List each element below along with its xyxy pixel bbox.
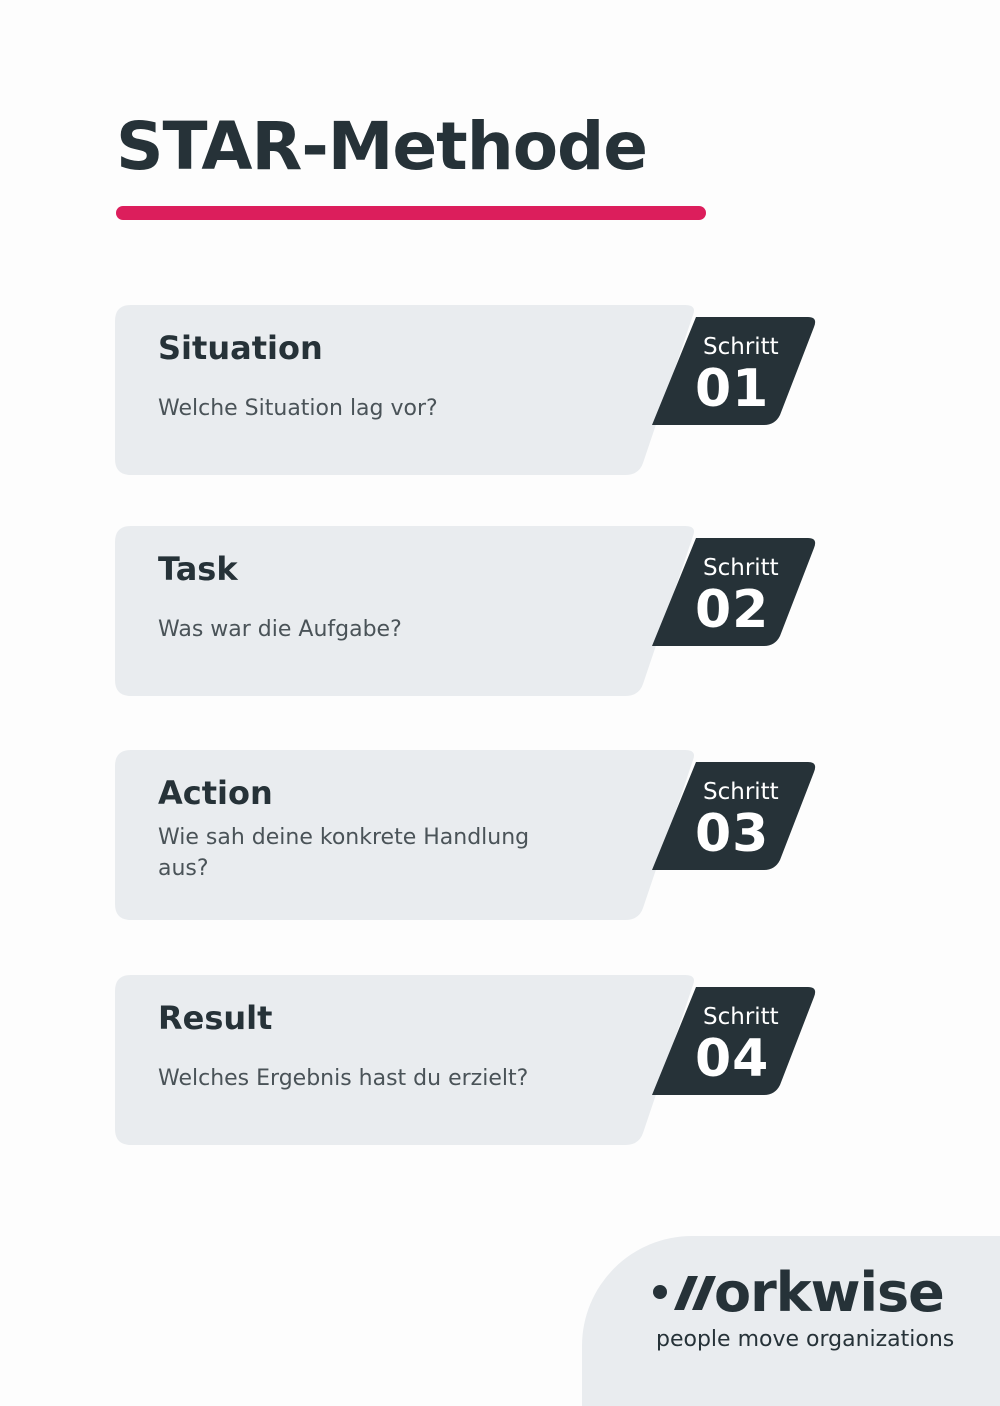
step-question: Wie sah deine konkrete Handlung aus? bbox=[158, 825, 530, 881]
badge-label: Schritt bbox=[703, 1004, 779, 1030]
step-title: Task bbox=[158, 550, 238, 588]
logo-background bbox=[582, 1236, 1000, 1406]
step-question: Welche Situation lag vor? bbox=[158, 396, 438, 421]
step-card-result: Result Welches Ergebnis hast du erzielt?… bbox=[0, 975, 1000, 1147]
step-card-task: Task Was war die Aufgabe? Schritt 02 bbox=[0, 526, 1000, 698]
badge-label: Schritt bbox=[703, 779, 779, 805]
badge-number: 02 bbox=[695, 580, 770, 640]
title-underline bbox=[116, 206, 706, 220]
logo-tagline: people move organizations bbox=[656, 1327, 955, 1352]
badge-label: Schritt bbox=[703, 555, 779, 581]
step-title: Result bbox=[158, 999, 273, 1037]
step-card-background bbox=[115, 750, 694, 920]
step-title: Situation bbox=[158, 329, 323, 367]
step-badge bbox=[652, 987, 816, 1095]
step-badge bbox=[652, 538, 816, 646]
step-question: Was war die Aufgabe? bbox=[158, 617, 402, 642]
step-question: Welches Ergebnis hast du erzielt? bbox=[158, 1066, 529, 1091]
step-badge bbox=[652, 762, 816, 870]
logo-wordmark: orkwise bbox=[714, 1261, 945, 1324]
workwise-logo-icon bbox=[653, 1276, 716, 1310]
badge-number: 03 bbox=[695, 804, 770, 864]
step-badge bbox=[652, 317, 816, 425]
step-card-action: Action Wie sah deine konkrete Handlung a… bbox=[0, 750, 1000, 922]
step-card-background bbox=[115, 975, 694, 1145]
badge-label: Schritt bbox=[703, 334, 779, 360]
page-title: STAR-Methode bbox=[116, 108, 648, 185]
step-card-background bbox=[115, 305, 694, 475]
step-card-situation: Situation Welche Situation lag vor? Schr… bbox=[0, 305, 1000, 477]
step-card-background bbox=[115, 526, 694, 696]
badge-number: 01 bbox=[695, 359, 770, 419]
step-title: Action bbox=[158, 774, 273, 812]
badge-number: 04 bbox=[695, 1029, 770, 1089]
